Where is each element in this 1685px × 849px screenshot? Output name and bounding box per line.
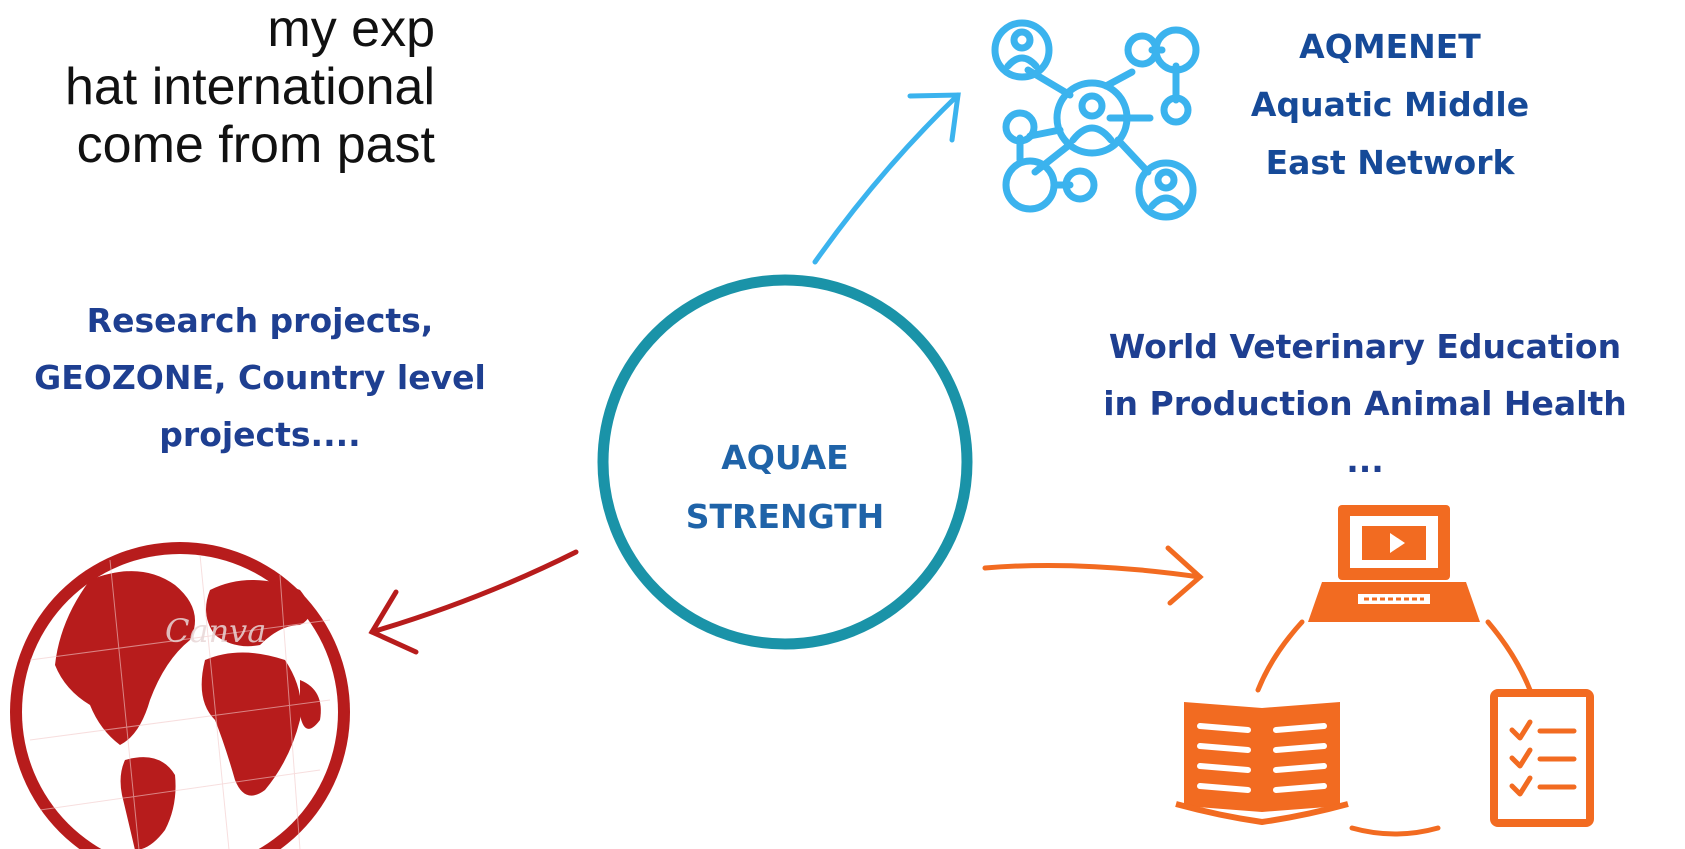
- research-line-3: projects....: [159, 415, 361, 454]
- globe-icon: Canva: [10, 542, 350, 849]
- cycle-arc-right: [1485, 619, 1533, 693]
- intro-line-2: hat international: [64, 58, 435, 116]
- cycle-arc-bottom: [1349, 825, 1441, 837]
- research-line-1: Research projects,: [86, 301, 434, 340]
- arrow-to-network: [812, 92, 961, 265]
- world-vet-line-2: in Production Animal Health: [1103, 384, 1627, 423]
- aqmenet-line-2: Aquatic Middle: [1250, 85, 1530, 124]
- arrow-to-globe: [368, 549, 579, 655]
- world-vet-label: World Veterinary Education in Production…: [1045, 318, 1685, 489]
- aqmenet-line-1: AQMENET: [1299, 27, 1481, 66]
- aqmenet-line-3: East Network: [1265, 143, 1515, 182]
- center-label: AQUAE STRENGTH: [630, 428, 940, 546]
- intro-line-1: my exp: [267, 0, 435, 58]
- watermark: Canva: [165, 612, 266, 650]
- arrow-to-education: [982, 545, 1204, 606]
- network-icon: [991, 19, 1200, 221]
- checklist-icon: [1490, 689, 1594, 827]
- research-line-2: GEOZONE, Country level: [34, 358, 486, 397]
- intro-text: my exp hat international come from past: [65, 0, 435, 174]
- center-line-1: AQUAE: [721, 438, 849, 477]
- research-label: Research projects, GEOZONE, Country leve…: [0, 292, 520, 463]
- world-vet-line-3: ...: [1346, 441, 1384, 480]
- intro-line-3: come from past: [76, 116, 435, 174]
- cycle-arc-left: [1255, 619, 1305, 693]
- center-line-2: STRENGTH: [685, 497, 885, 536]
- education-cycle-icon: [1175, 505, 1594, 837]
- center-circle: [597, 274, 973, 650]
- aqmenet-label: AQMENET Aquatic Middle East Network: [1215, 18, 1565, 192]
- book-icon: [1175, 702, 1349, 826]
- world-vet-line-1: World Veterinary Education: [1108, 327, 1622, 366]
- laptop-icon: [1308, 505, 1480, 622]
